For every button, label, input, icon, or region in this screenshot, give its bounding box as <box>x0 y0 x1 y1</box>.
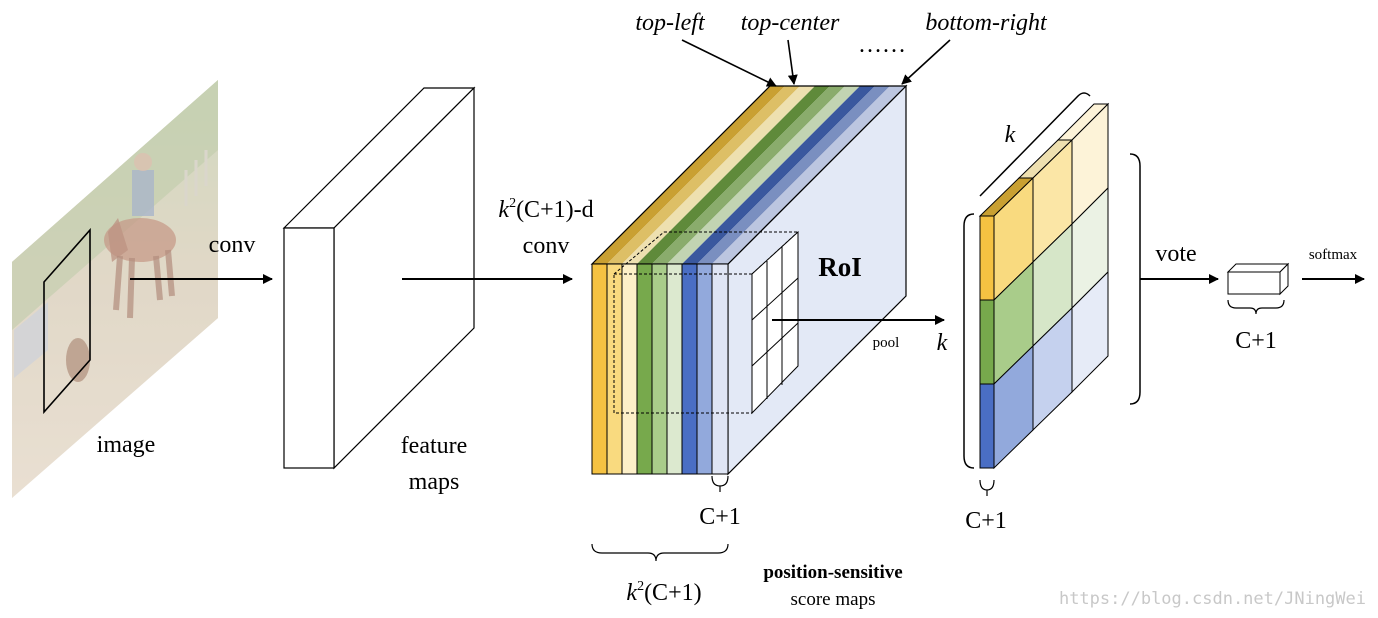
k-side-label: k <box>937 330 948 356</box>
feature-maps-label-line2: maps <box>409 469 460 495</box>
c-plus-1-brace-out <box>1227 299 1285 315</box>
top-center-pointer <box>787 39 798 85</box>
k2-brace <box>591 543 729 562</box>
ps-conv-label-line2: conv <box>523 233 570 259</box>
output-vector-box <box>1226 262 1290 296</box>
feature-maps-label-line1: feature <box>401 433 468 459</box>
top-left-pointer <box>681 39 777 87</box>
c-plus-1-pooled-label: C+1 <box>965 508 1007 534</box>
ps-subtitle: score maps <box>791 589 876 610</box>
image-roi-box <box>43 227 91 415</box>
c-plus-1-maps-label: C+1 <box>699 504 741 530</box>
ellipsis-label: …… <box>858 32 906 58</box>
roi-label: RoI <box>818 252 862 282</box>
c-plus-1-brace-maps <box>711 475 729 492</box>
softmax-label: softmax <box>1309 247 1358 263</box>
score-maps-block <box>590 84 908 476</box>
vote-bracket <box>1129 153 1141 405</box>
top-center-label: top-center <box>741 10 840 36</box>
ps-title: position-sensitive <box>763 562 902 583</box>
ps-conv-label: k2(C+1)-d <box>498 196 593 223</box>
roi-grid <box>751 230 799 415</box>
k-top-label: k <box>1005 122 1016 148</box>
bottom-right-pointer <box>901 39 951 85</box>
k2-label: k2(C+1) <box>626 579 701 606</box>
pooled-block <box>978 102 1110 470</box>
input-image <box>12 80 218 498</box>
k-side-bracket <box>963 213 975 469</box>
vote-label: vote <box>1155 241 1196 267</box>
k-top-bracket <box>979 92 1091 197</box>
watermark: https://blog.csdn.net/JNingWei <box>1059 589 1366 609</box>
pool-label: pool <box>873 335 900 351</box>
c-plus-1-brace-pooled <box>979 479 995 496</box>
bottom-right-label: bottom-right <box>925 10 1048 36</box>
conv-label: conv <box>209 232 256 258</box>
c-plus-1-out-label: C+1 <box>1235 328 1277 354</box>
image-label: image <box>97 432 156 458</box>
top-left-label: top-left <box>635 10 706 36</box>
